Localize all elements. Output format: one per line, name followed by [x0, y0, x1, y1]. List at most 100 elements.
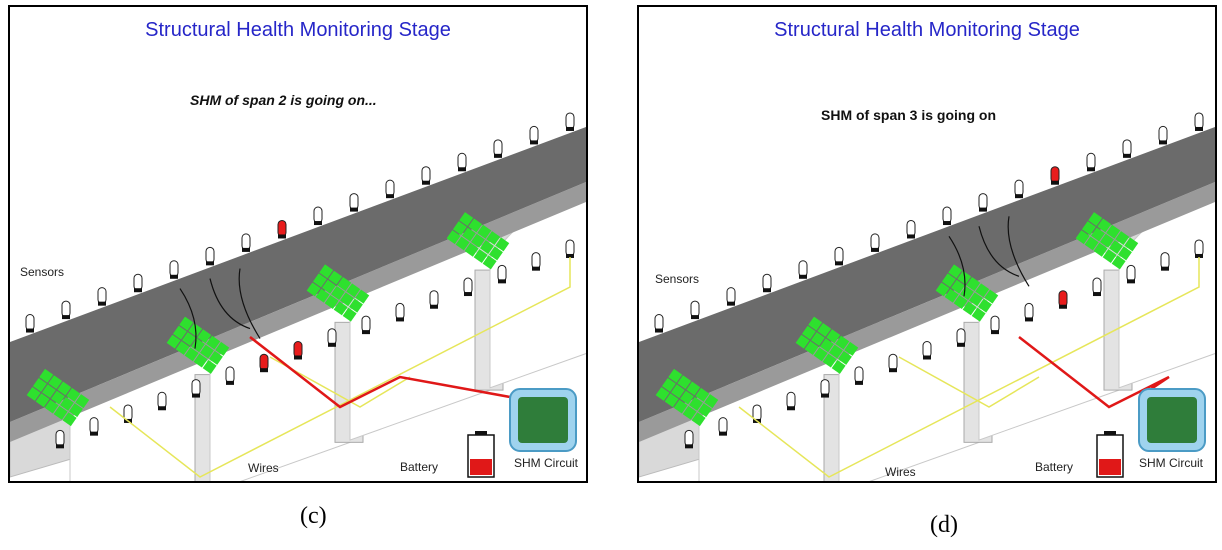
panel-cell [337, 277, 352, 291]
panel-cell [837, 350, 852, 365]
monitoring-panel [795, 316, 859, 374]
bridge-illustration [10, 112, 586, 481]
crack-line [1007, 216, 1030, 287]
sensor-base [685, 444, 693, 449]
panel-cell [179, 316, 194, 331]
sensor-base [835, 261, 843, 266]
panel-cell [470, 233, 485, 248]
panel-cell [950, 279, 965, 294]
panel-cell [461, 227, 476, 242]
sensor-base [1087, 167, 1095, 172]
crack-line [238, 268, 261, 339]
wire [269, 356, 411, 408]
panel-cell [975, 283, 990, 298]
panel-cell [968, 292, 983, 307]
sensor-base [655, 328, 663, 333]
sensor [942, 206, 952, 224]
panel-cell [184, 347, 199, 362]
panel-cell [333, 301, 348, 316]
sensor-base [422, 180, 430, 185]
sensor [1086, 152, 1096, 170]
sensor-base [464, 292, 472, 297]
sensor-base [1123, 153, 1131, 158]
sensor-base [350, 207, 358, 212]
panel-cell [817, 322, 832, 337]
panel-cell [477, 224, 492, 239]
sensor [169, 260, 179, 278]
panel-cell [670, 384, 685, 399]
panel-cell [202, 359, 217, 374]
sensor-base [923, 355, 931, 360]
panel-cell [655, 386, 670, 401]
panel-cell [935, 282, 950, 297]
panel-cell [32, 377, 47, 392]
sensor [1158, 125, 1168, 143]
sensor [718, 417, 728, 435]
sensor [349, 193, 359, 211]
sensor-base [158, 406, 166, 411]
bridge-illustration [639, 112, 1215, 481]
sensor [97, 287, 107, 305]
panel-cell [1081, 221, 1096, 236]
panel-cell [1106, 224, 1121, 239]
bridge-deck [10, 127, 586, 422]
sensor-base [719, 431, 727, 436]
bridge-deck [639, 127, 1215, 422]
crack-line [948, 235, 966, 297]
sensor-base [498, 279, 506, 284]
wire [898, 356, 1040, 408]
sensor-base [494, 153, 502, 158]
sensor [25, 314, 35, 332]
sensor [529, 125, 539, 143]
sensor-base [566, 126, 574, 131]
panel-cell [984, 289, 999, 304]
sensor [1024, 302, 1034, 320]
sensor-base [1195, 253, 1203, 258]
sensor [497, 264, 507, 282]
panel-cell [831, 359, 846, 374]
panel-cell [199, 344, 214, 359]
panel-cell [48, 375, 63, 390]
sensor-base [192, 393, 200, 398]
sensor-base [799, 274, 807, 279]
panel-cell [971, 307, 986, 322]
panel-cell [1102, 249, 1117, 264]
sensor-base [1159, 140, 1167, 145]
panel-cell [844, 341, 859, 356]
sensor-base [170, 274, 178, 279]
sensor-base [134, 288, 142, 293]
panel-cell [312, 273, 327, 288]
monitoring-panel [306, 264, 370, 322]
sensor-base [855, 380, 863, 385]
panel-cell [446, 230, 461, 245]
sensor-base [458, 167, 466, 172]
panel-title: Structural Health Monitoring Stage [774, 19, 1080, 41]
panel-c: Structural Health Monitoring Stage SHM o… [8, 5, 588, 483]
sensor [205, 246, 215, 264]
panel-cell [819, 338, 834, 353]
panel-cell [664, 393, 679, 408]
battery-terminal [1104, 431, 1116, 435]
panel-cell [959, 286, 974, 300]
panel-cell [66, 387, 81, 402]
sensor [854, 366, 864, 384]
panel-cell [50, 390, 65, 405]
status-text: SHM of span 3 is going on [821, 107, 996, 123]
panel-cell [330, 286, 345, 300]
panel-cell [486, 231, 501, 246]
sensors-label: Sensors [20, 265, 65, 279]
sensor-base [362, 330, 370, 335]
panel-cell [1124, 237, 1139, 252]
panel-cell [455, 236, 470, 251]
panel-cell [35, 393, 50, 408]
sensor-base [26, 328, 34, 333]
sensor [762, 273, 772, 291]
bridge-deck-edge [639, 182, 1215, 442]
sensor [133, 273, 143, 291]
sensor [191, 379, 201, 397]
wire [738, 257, 1200, 478]
panel-cell [68, 403, 83, 418]
sensor-base [1015, 194, 1023, 199]
panel-cell [26, 386, 41, 401]
sensor-base [1059, 304, 1067, 309]
